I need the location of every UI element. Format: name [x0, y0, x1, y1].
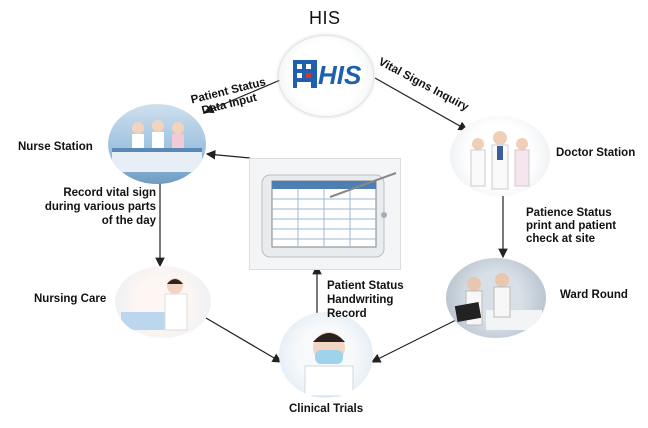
ward-round-photo: [446, 258, 546, 338]
tablet-device-image: [249, 158, 401, 270]
his-node: HIS: [279, 36, 373, 116]
arrow-ward-to-trials: [370, 317, 461, 363]
his-logo-icon: [293, 60, 317, 88]
label-ward-round: Ward Round: [560, 289, 628, 301]
clinical-trials-photo: [279, 312, 373, 398]
edge-label-record-vital: Record vital sign during various parts o…: [44, 187, 156, 227]
label-doctor-station: Doctor Station: [556, 147, 636, 159]
nurse-station-photo: [108, 104, 206, 184]
his-logo-text: HIS: [318, 60, 362, 90]
edge-label-patience-status: Patience Status print and patient check …: [526, 207, 617, 245]
label-nurse-station: Nurse Station: [18, 141, 93, 153]
arrow-his-to-nurse: [203, 77, 286, 114]
arrow-his-to-doctor: [374, 77, 469, 131]
arrow-tablet-to-nurse: [205, 149, 251, 160]
edge-label-handwriting: Patient Status Handwriting Record: [327, 280, 404, 320]
label-clinical-trials: Clinical Trials: [289, 403, 364, 415]
doctor-station-photo: [450, 116, 550, 196]
label-nursing-care: Nursing Care: [34, 293, 107, 305]
page-title: HIS: [309, 8, 341, 28]
nursing-care-photo: [115, 266, 211, 338]
arrow-care-to-trials: [205, 317, 283, 363]
